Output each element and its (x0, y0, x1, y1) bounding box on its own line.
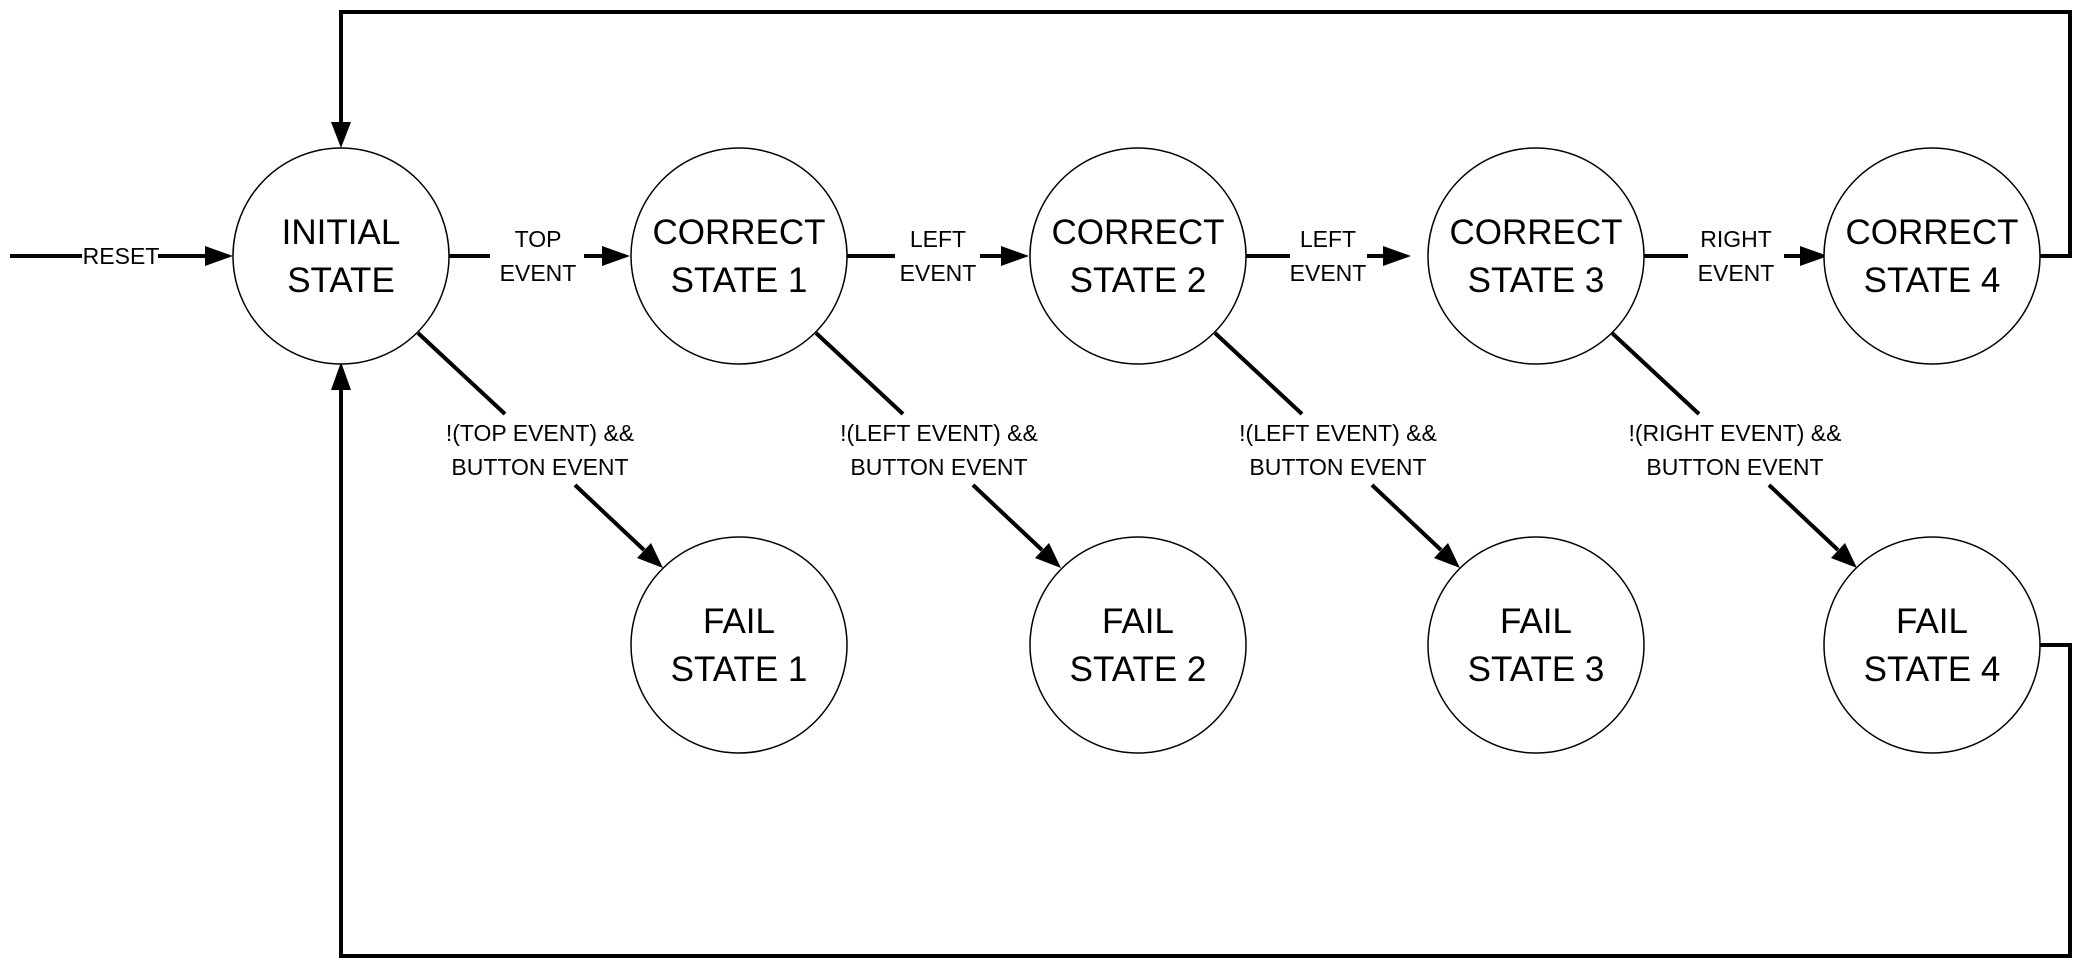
fail-left-1-arrowhead (1035, 543, 1061, 568)
state-correct-2: CORRECT STATE 2 (1029, 147, 1247, 365)
state-correct-1: CORRECT STATE 1 (630, 147, 848, 365)
state-initial: INITIAL STATE (232, 147, 450, 365)
success-loop-arrowhead (331, 122, 351, 148)
state-correct-1-label-line1: CORRECT (652, 213, 825, 252)
fail-left-2-label-line2: BUTTON EVENT (1249, 454, 1426, 480)
top-event-arrowhead (602, 246, 630, 266)
fail-right-transition (1610, 331, 1857, 568)
state-fail-1: FAIL STATE 1 (630, 536, 848, 754)
left-event-1-arrowhead (1001, 246, 1029, 266)
state-correct-4-label-line1: CORRECT (1845, 213, 2018, 252)
state-fail-4-label-line2: STATE 4 (1864, 650, 2001, 689)
state-fail-4-label-line1: FAIL (1896, 602, 1968, 641)
fail-right-arrowhead (1831, 543, 1857, 568)
state-fail-4: FAIL STATE 4 (1823, 536, 2041, 754)
state-correct-2-label-line2: STATE 2 (1070, 261, 1207, 300)
fail-left-1-line-lower (971, 483, 1044, 552)
right-event-transition (1644, 246, 1828, 266)
fail-right-label-line1: !(RIGHT EVENT) && (1629, 420, 1842, 446)
top-event-label-line1: TOP (515, 226, 562, 252)
state-correct-3-circle (1427, 147, 1645, 365)
state-fail-3: FAIL STATE 3 (1427, 536, 1645, 754)
fail-left-1-label-line2: BUTTON EVENT (850, 454, 1027, 480)
state-correct-3-label-line2: STATE 3 (1468, 261, 1605, 300)
fail-loop-arrowhead (331, 362, 351, 390)
reset-arrowhead (205, 246, 233, 266)
top-event-transition (449, 246, 630, 266)
fail-left-2-arrowhead (1434, 543, 1460, 568)
fail-top-arrowhead (637, 543, 663, 568)
state-correct-4-circle (1823, 147, 2041, 365)
state-fail-3-circle (1427, 536, 1645, 754)
left-event-1-transition (847, 246, 1029, 266)
fail-left-1-label-line1: !(LEFT EVENT) && (840, 420, 1038, 446)
right-event-arrowhead (1800, 246, 1828, 266)
left-event-1-label-line2: EVENT (900, 260, 977, 286)
fail-top-label-line2: BUTTON EVENT (451, 454, 628, 480)
state-initial-label-line2: STATE (287, 261, 395, 300)
state-correct-4: CORRECT STATE 4 (1823, 147, 2041, 365)
fail-left-2-line-lower (1370, 483, 1443, 552)
state-initial-circle (232, 147, 450, 365)
state-correct-1-circle (630, 147, 848, 365)
fail-top-line-lower (573, 483, 646, 552)
state-correct-2-circle (1029, 147, 1247, 365)
state-fail-2-label-line1: FAIL (1102, 602, 1174, 641)
state-fail-3-label-line1: FAIL (1500, 602, 1572, 641)
left-event-2-arrowhead (1383, 246, 1411, 266)
state-correct-3-label-line1: CORRECT (1449, 213, 1622, 252)
left-event-2-label-line1: LEFT (1300, 226, 1356, 252)
fail-left-2-label-line1: !(LEFT EVENT) && (1239, 420, 1437, 446)
fail-top-label-line1: !(TOP EVENT) && (446, 420, 634, 446)
state-fail-1-label-line1: FAIL (703, 602, 775, 641)
fail-loop-transition (331, 362, 2072, 958)
fail-loop-line (339, 390, 2072, 958)
right-event-label-line2: EVENT (1698, 260, 1775, 286)
reset-label: RESET (83, 243, 160, 269)
reset-transition (10, 246, 233, 266)
state-correct-3: CORRECT STATE 3 (1427, 147, 1645, 365)
state-fail-1-circle (630, 536, 848, 754)
top-event-label-line2: EVENT (500, 260, 577, 286)
fail-left-1-transition (814, 331, 1061, 568)
fail-left-2-transition (1213, 331, 1460, 568)
fail-right-line-upper (1610, 331, 1701, 416)
state-correct-2-label-line1: CORRECT (1051, 213, 1224, 252)
state-fail-3-label-line2: STATE 3 (1468, 650, 1605, 689)
state-correct-4-label-line2: STATE 4 (1864, 261, 2001, 300)
fail-top-transition (416, 331, 663, 568)
state-fail-1-label-line2: STATE 1 (671, 650, 808, 689)
state-fail-2-label-line2: STATE 2 (1070, 650, 1207, 689)
fail-right-line-lower (1767, 483, 1840, 552)
fail-top-line-upper (416, 331, 507, 416)
fail-left-1-line-upper (814, 331, 905, 416)
left-event-1-label-line1: LEFT (910, 226, 966, 252)
success-loop-line (339, 10, 2072, 258)
state-correct-1-label-line2: STATE 1 (671, 261, 808, 300)
state-initial-label-line1: INITIAL (282, 213, 401, 252)
state-fail-2: FAIL STATE 2 (1029, 536, 1247, 754)
left-event-2-label-line2: EVENT (1290, 260, 1367, 286)
fail-right-label-line2: BUTTON EVENT (1646, 454, 1823, 480)
state-fail-2-circle (1029, 536, 1247, 754)
fail-left-2-line-upper (1213, 331, 1304, 416)
success-loop-transition (331, 10, 2072, 258)
right-event-label-line1: RIGHT (1700, 226, 1772, 252)
left-event-2-transition (1246, 246, 1411, 266)
state-fail-4-circle (1823, 536, 2041, 754)
